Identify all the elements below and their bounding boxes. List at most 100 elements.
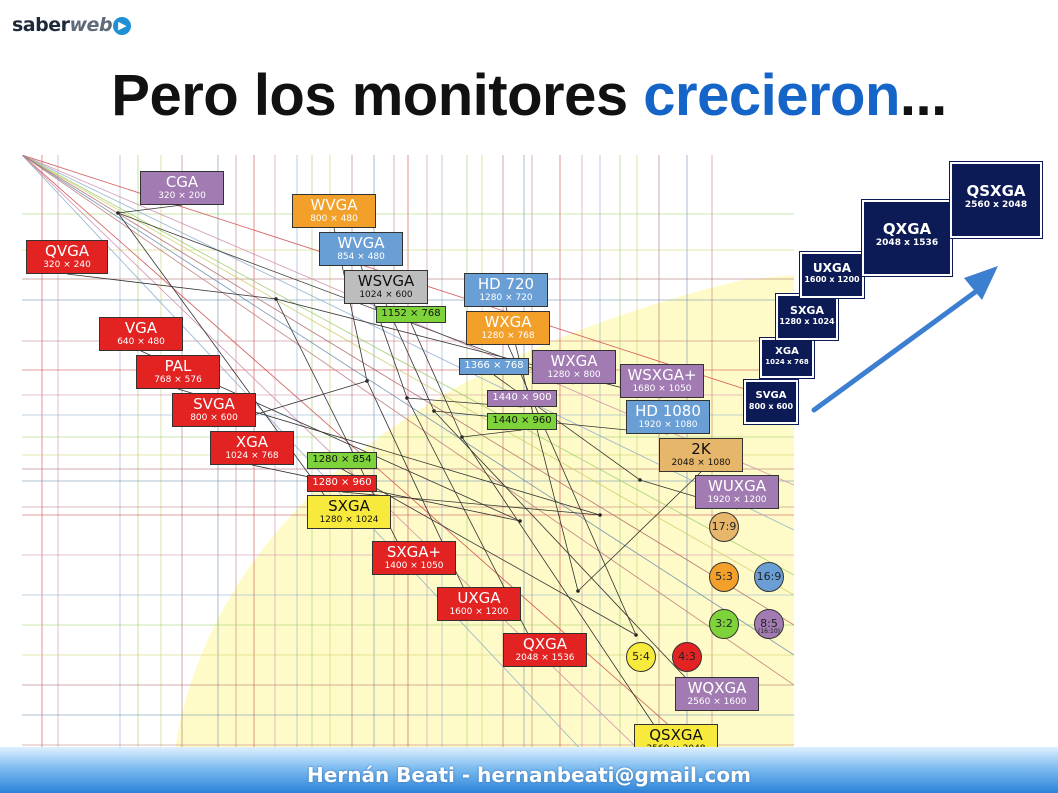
ratio-diagonal: [22, 155, 794, 656]
title-highlight: crecieron: [643, 63, 900, 128]
aspect-ratio-circle: 3:2: [709, 609, 739, 639]
play-arrow-icon: ▶: [113, 17, 132, 35]
aspect-ratio-label: 17:9: [711, 520, 737, 533]
staircase-res: 1280 x 1024: [779, 317, 835, 326]
resolution-point: [518, 519, 522, 523]
resolution-box-name: WXGA: [484, 313, 532, 331]
staircase-name: XGA: [775, 346, 799, 357]
resolution-box-name: HD 1080: [635, 402, 701, 420]
aspect-ratio-label: 4:3: [678, 650, 696, 663]
resolution-box-res: 800 × 600: [190, 413, 238, 423]
aspect-ratio-circle: 17:9: [709, 512, 739, 542]
resolution-box-res: 854 × 480: [337, 252, 385, 262]
resolution-box-name: 2K: [691, 440, 711, 458]
staircase-name: SVGA: [755, 390, 787, 401]
aspect-ratio-label: 5:4: [632, 650, 650, 663]
resolution-box-name: WSVGA: [357, 272, 415, 290]
connector-line: [410, 322, 463, 438]
resolution-box-name: 1280 × 854: [312, 454, 372, 465]
title-prefix: Pero los monitores: [111, 63, 644, 128]
resolution-box-name: WSXGA+: [627, 366, 697, 384]
resolution-box-res: 1600 × 1200: [449, 607, 509, 617]
resolution-box: 1440 × 960: [487, 413, 557, 430]
resolution-box-name: 1152 × 768: [381, 308, 441, 319]
aspect-ratio-label: 8:5: [760, 617, 778, 630]
resolution-box: 1280 × 960: [307, 475, 377, 492]
resolution-box-name: CGA: [165, 173, 199, 191]
resolution-box-name: SXGA+: [386, 543, 442, 561]
resolution-box-res: 1400 × 1050: [384, 561, 444, 571]
arrow-head: [964, 266, 998, 300]
resolution-box-res: 320 × 200: [158, 191, 206, 201]
connector-line: [251, 464, 521, 522]
aspect-ratio-circle: 5:3: [709, 562, 739, 592]
resolution-box-name: XGA: [235, 433, 269, 451]
connector-line: [505, 306, 579, 592]
connector-line: [275, 298, 415, 576]
resolution-box-name: VGA: [124, 319, 158, 337]
aspect-ratio-sub: (16:10): [758, 628, 780, 635]
staircase-name: QXGA: [882, 220, 932, 238]
resolution-box-res: 2048 × 1536: [515, 653, 575, 663]
growth-arrow-icon: [811, 266, 998, 413]
resolution-box-res: 1280 × 720: [479, 293, 533, 303]
resolution-box-name: QSXGA: [649, 726, 703, 744]
connector-line: [366, 380, 480, 622]
slide-title: Pero los monitores crecieron...: [0, 62, 1058, 129]
resolution-box-res: 1024 × 768: [225, 451, 279, 461]
connector-line: [461, 429, 523, 438]
title-suffix: ...: [899, 63, 947, 128]
aspect-ratio-circle: 8:5(16:10): [754, 609, 784, 639]
resolution-box: 1440 × 900: [487, 390, 557, 407]
ratio-diagonal: [22, 155, 794, 596]
resolution-box-res: 1920 × 1200: [707, 495, 767, 505]
resolution-box-name: WUXGA: [708, 477, 766, 495]
staircase-name: QSXGA: [966, 182, 1026, 200]
resolution-box-name: 1366 × 768: [464, 360, 524, 371]
saberweb-logo: saberweb▶: [12, 14, 132, 36]
ratio-diagonal: [22, 155, 794, 626]
footer-bar: [0, 747, 1058, 793]
connector-line: [433, 410, 718, 712]
staircase-res: 2560 x 2048: [964, 200, 1028, 210]
resolution-box-res: 800 × 480: [310, 214, 358, 224]
resolution-box: 1280 × 854: [307, 452, 377, 469]
footer-author: Hernán Beati - hernanbeati@gmail.com: [307, 763, 751, 787]
connector-line: [117, 204, 183, 214]
resolution-box: 1366 × 768: [459, 358, 529, 375]
aspect-ratio-circle: 4:3: [672, 642, 702, 672]
resolution-box-name: WXGA: [550, 352, 598, 370]
resolution-box-res: 1920 × 1080: [638, 420, 698, 430]
resolution-box-res: 640 × 480: [117, 337, 165, 347]
resolution-box-name: PAL: [164, 357, 192, 375]
resolution-box-name: WQXGA: [687, 679, 747, 697]
resolution-box-res: 320 × 240: [43, 260, 91, 270]
resolution-box-res: 768 × 576: [154, 375, 202, 385]
resolution-box-res: 1280 × 1024: [319, 515, 379, 525]
staircase-name: UXGA: [812, 261, 852, 275]
resolution-box: SXGA+1400 × 1050: [372, 541, 456, 575]
